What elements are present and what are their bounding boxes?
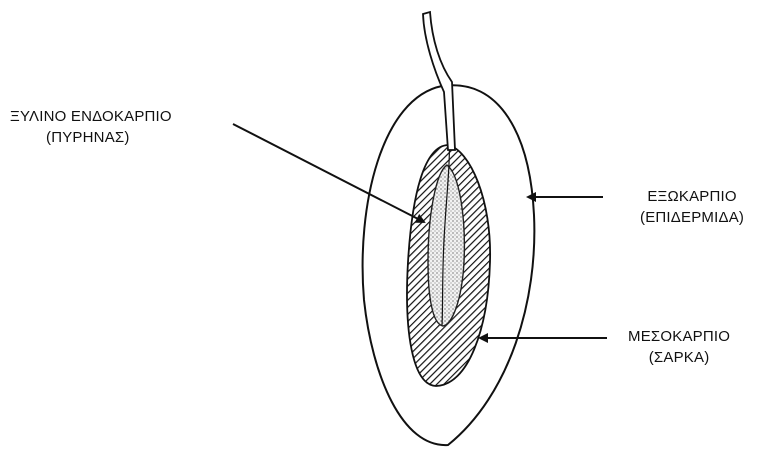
mesocarp-label-line2: (ΣΑΡΚΑ) [628,347,730,368]
mesocarp-label: ΜΕΣΟΚΑΡΠΙΟ (ΣΑΡΚΑ) [628,326,730,368]
endocarp-label-line2: (ΠΥΡΗΝΑΣ) [10,127,172,148]
endocarp-label-line1: ΞΥΛΙΝΟ ΕΝΔΟΚΑΡΠΙΟ [10,106,172,127]
endocarp-label: ΞΥΛΙΝΟ ΕΝΔΟΚΑΡΠΙΟ (ΠΥΡΗΝΑΣ) [10,106,172,148]
mesocarp-label-line1: ΜΕΣΟΚΑΡΠΙΟ [628,326,730,347]
exocarp-label-line2: (ΕΠΙΔΕΡΜΙΔΑ) [640,207,744,228]
exocarp-label: ΕΞΩΚΑΡΠΙΟ (ΕΠΙΔΕΡΜΙΔΑ) [640,186,744,228]
exocarp-label-line1: ΕΞΩΚΑΡΠΙΟ [640,186,744,207]
